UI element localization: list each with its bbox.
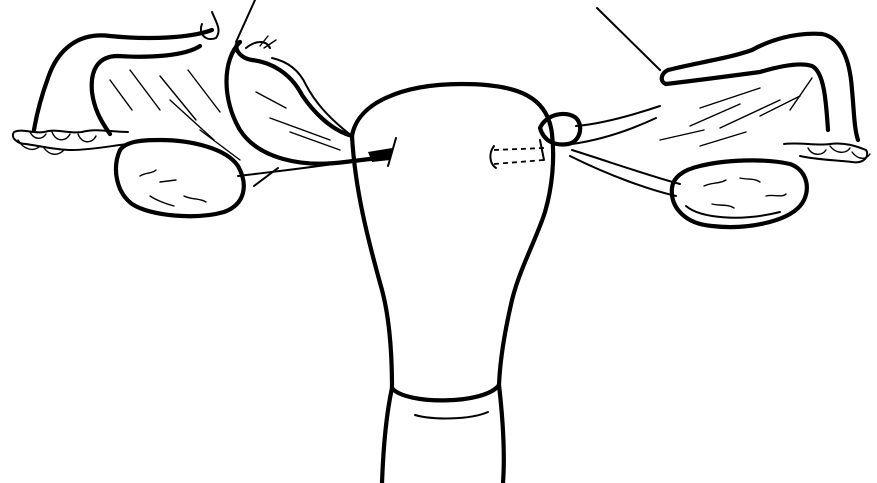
right-fimbria-detail-1 [830,146,850,152]
left-fallopian-tube-outer [34,30,212,130]
left-mesosalpinx-stroke-2 [130,70,160,110]
vagina-left-wall [382,388,392,483]
left-ovary [116,140,244,216]
left-ligament-lower [254,168,278,186]
vaginal-inner-line [415,412,488,418]
right-fallopian-tube-medial-lower [572,118,656,144]
vagina-right-wall [499,385,504,483]
right-ovarian-ligament-lower [570,156,676,196]
left-tube-inner-edge [272,58,352,136]
leader-lines [236,0,660,70]
leader-line-right [597,8,660,70]
right-mesosalpinx-stroke-5 [790,78,812,110]
left-mesosalpinx-stroke-3 [160,76,196,120]
right-mesosalpinx-stroke-3 [720,100,780,128]
left-mesosalpinx-stroke-1 [110,80,132,110]
left-tube-cut-stump [368,148,392,162]
left-mesosalpinx-stroke-7 [270,118,330,140]
left-ovary-texture-1 [140,170,156,176]
right-fimbria-detail-2 [808,148,826,154]
left-ovary-texture-3 [184,196,206,202]
right-ovary-texture-3 [766,194,786,196]
left-mesosalpinx-stroke-4 [188,70,220,112]
right-fallopian-tube-distal-lower [666,64,828,130]
uterine-fundus-outline [352,84,553,385]
leader-line-left [236,0,255,42]
right-intramural-tube-lower [494,160,544,164]
right-ovary-texture-2 [740,178,760,182]
right-intramural-tube-upper [494,148,544,150]
left-adnexa [13,12,396,216]
left-ovary-texture-4 [150,196,174,206]
left-mesosalpinx-stroke-9 [256,92,286,108]
right-ovarian-ligament-upper [572,150,680,184]
right-mesosalpinx-stroke-6 [660,130,704,140]
right-intramural-stub [540,140,544,160]
uterus [352,84,553,483]
right-fallopian-tube-medial [576,106,660,126]
left-fimbria-detail-3 [78,134,96,142]
right-ovary-texture-1 [704,180,726,186]
right-cornual-knob [540,114,580,145]
left-fimbria-detail-2 [52,132,70,140]
right-ovary-texture-4 [712,204,734,208]
left-tube-cut-end [201,12,219,39]
right-mesosalpinx-stroke-1 [700,88,760,108]
left-ovary-texture-2 [160,180,176,182]
uterine-body-left-wall [352,136,392,388]
right-mesosalpinx-stroke-7 [700,132,746,146]
cervix-outline [392,385,499,400]
left-mesosalpinx-stroke-5 [170,100,214,140]
right-fimbria [784,143,867,162]
